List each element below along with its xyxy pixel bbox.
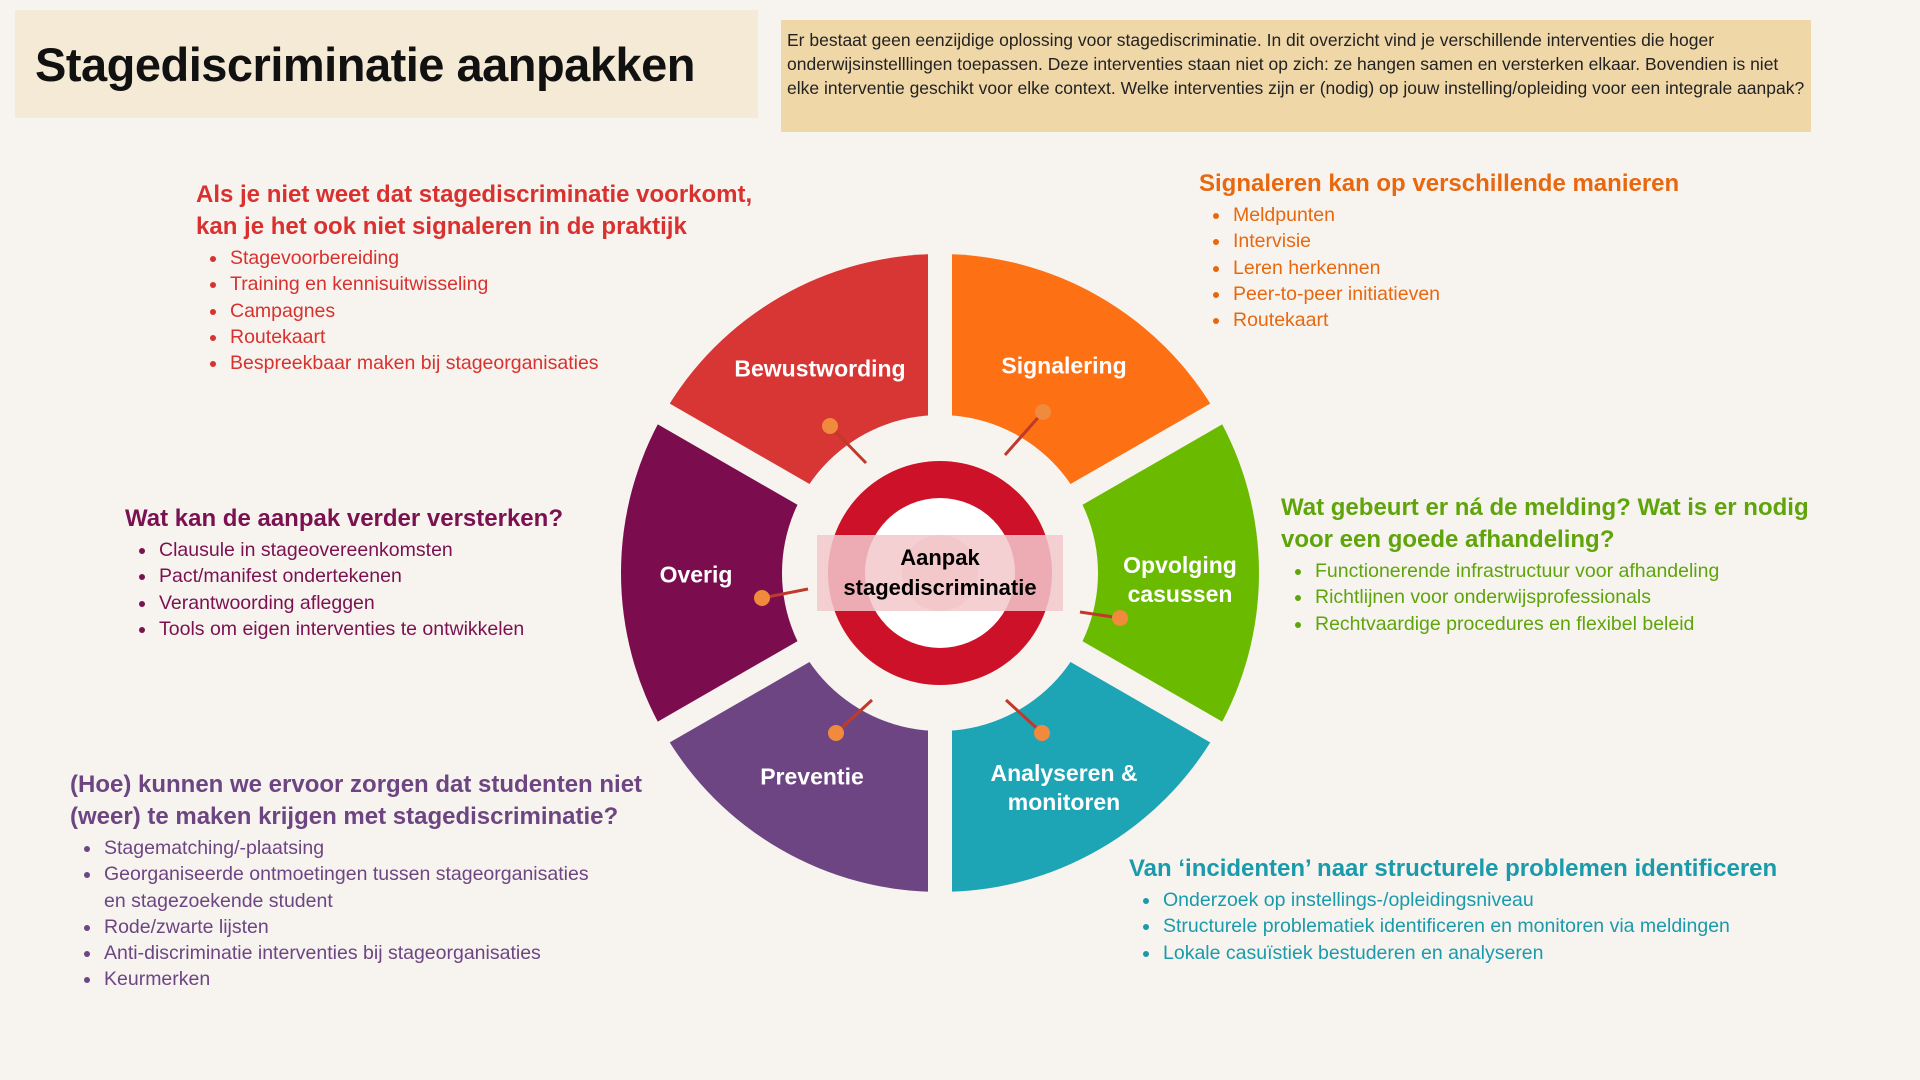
dart-icon — [1079, 610, 1128, 626]
block-heading: Als je niet weet dat stagediscriminatie … — [196, 179, 752, 243]
segment-label-opvolging: Opvolging casussen — [1123, 551, 1237, 609]
list-item: Structurele problematiek identificeren e… — [1161, 913, 1777, 939]
block-signalering: Signaleren kan op verschillende manieren… — [1199, 168, 1679, 333]
page-title: Stagediscriminatie aanpakken — [35, 37, 695, 91]
heading-line: Wat gebeurt er ná de melding? Wat is er … — [1281, 494, 1809, 521]
segment-label-opvolging-line2: casussen — [1127, 581, 1233, 607]
list-item: Keurmerken — [102, 966, 642, 992]
dart-icon — [1004, 698, 1050, 741]
dart-icon — [822, 418, 868, 465]
list-item-line: Georganiseerde ontmoetingen tussen stage… — [104, 863, 589, 886]
list-item: Clausule in stageovereenkomsten — [157, 537, 563, 563]
dart-icon — [754, 587, 809, 606]
dart-icon — [1003, 404, 1051, 456]
list-item: Lokale casuïstiek bestuderen en analyser… — [1161, 940, 1777, 966]
list-item: Verantwoording afleggen — [157, 590, 563, 616]
block-heading: Wat gebeurt er ná de melding? Wat is er … — [1281, 492, 1809, 556]
segment-overig — [621, 413, 940, 733]
dart-icon — [828, 698, 874, 741]
segment-label-analyseren: Analyseren & monitoren — [990, 759, 1137, 817]
center-label: Aanpak stagediscriminatie — [843, 543, 1036, 603]
block-bewustwording: Als je niet weet dat stagediscriminatie … — [196, 179, 752, 376]
list-item: Georganiseerde ontmoetingen tussen stage… — [102, 861, 642, 914]
title-box: Stagediscriminatie aanpakken — [15, 10, 758, 118]
list-item: Peer-to-peer initiatieven — [1231, 281, 1679, 307]
target-icon — [817, 461, 1063, 685]
segment-label-opvolging-line1: Opvolging — [1123, 552, 1237, 578]
block-heading: (Hoe) kunnen we ervoor zorgen dat studen… — [70, 769, 642, 833]
heading-line: (weer) te maken krijgen met stagediscrim… — [70, 803, 619, 830]
list-item: Onderzoek op instellings-/opleidingsnive… — [1161, 887, 1777, 913]
block-overig: Wat kan de aanpak verder versterken? Cla… — [125, 503, 563, 642]
list-item: Routekaart — [1231, 307, 1679, 333]
list-item: Stagematching/-plaatsing — [102, 835, 642, 861]
list-item: Rechtvaardige procedures en flexibel bel… — [1313, 611, 1809, 637]
block-opvolging: Wat gebeurt er ná de melding? Wat is er … — [1281, 492, 1809, 637]
list-item: Anti-discriminatie interventies bij stag… — [102, 940, 642, 966]
segment-label-analyseren-line1: Analyseren & — [990, 760, 1138, 786]
center-label-line1: Aanpak — [900, 545, 980, 570]
list-item: Richtlijnen voor onderwijsprofessionals — [1313, 584, 1809, 610]
segment-label-overig: Overig — [659, 561, 733, 588]
list-item-line: en stagezoekende student — [104, 889, 333, 912]
block-analyseren: Van ‘incidenten’ naar structurele proble… — [1129, 853, 1777, 966]
list-item: Functionerende infrastructuur voor afhan… — [1313, 558, 1809, 584]
list-item: Meldpunten — [1231, 202, 1679, 228]
block-preventie: (Hoe) kunnen we ervoor zorgen dat studen… — [70, 769, 642, 993]
intro-description: Er bestaat geen eenzijdige oplossing voo… — [781, 20, 1811, 132]
list-item: Routekaart — [228, 324, 752, 350]
heading-line: (Hoe) kunnen we ervoor zorgen dat studen… — [70, 771, 643, 798]
list-item: Rode/zwarte lijsten — [102, 914, 642, 940]
center-label-line2: stagediscriminatie — [843, 575, 1037, 600]
block-heading: Van ‘incidenten’ naar structurele proble… — [1129, 855, 1778, 882]
segment-label-signalering: Signalering — [1001, 352, 1127, 379]
segment-label-analyseren-line2: monitoren — [1007, 789, 1121, 815]
list-item: Leren herkennen — [1231, 255, 1679, 281]
segment-label-preventie: Preventie — [760, 763, 864, 790]
heading-line: Als je niet weet dat stagediscriminatie … — [196, 181, 753, 208]
block-heading: Signaleren kan op verschillende manieren — [1199, 170, 1680, 197]
block-heading: Wat kan de aanpak verder versterken? — [125, 505, 563, 532]
heading-line: kan je het ook niet signaleren in de pra… — [196, 213, 687, 240]
segment-opvolging — [940, 413, 1259, 733]
heading-line: voor een goede afhandeling? — [1281, 526, 1615, 553]
list-item: Tools om eigen interventies te ontwikkel… — [157, 616, 563, 642]
list-item: Stagevoorbereiding — [228, 245, 752, 271]
segment-label-bewustwording: Bewustwording — [734, 355, 906, 382]
list-item: Training en kennisuitwisseling — [228, 271, 752, 297]
list-item: Campagnes — [228, 298, 752, 324]
list-item: Bespreekbaar maken bij stageorganisaties — [228, 350, 752, 376]
list-item: Intervisie — [1231, 228, 1679, 254]
list-item: Pact/manifest ondertekenen — [157, 563, 563, 589]
